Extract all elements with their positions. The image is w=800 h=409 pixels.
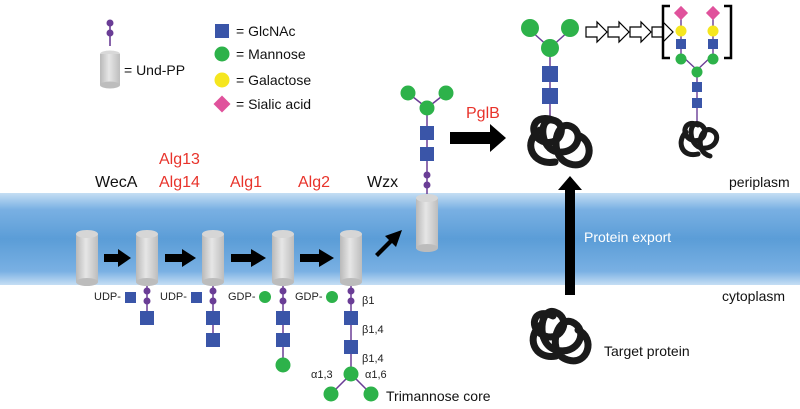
udp-label-2: UDP- bbox=[160, 291, 187, 303]
step-arrow-4 bbox=[300, 249, 334, 267]
und-pp-cylinders bbox=[76, 194, 438, 286]
intermediate-glcnac bbox=[125, 286, 154, 325]
membrane bbox=[0, 193, 800, 285]
und-pp-cylinder-1 bbox=[76, 230, 98, 286]
und-pp-cylinder-flipped bbox=[416, 194, 438, 252]
enzyme-alg1: Alg1 bbox=[230, 174, 263, 191]
linkage-beta14-a: β1,4 bbox=[362, 324, 384, 336]
periplasm-label: periplasm bbox=[729, 174, 790, 190]
legend bbox=[100, 19, 231, 113]
enzyme-alg2: Alg2 bbox=[298, 174, 331, 191]
gdp-mannose-donor-2 bbox=[326, 291, 338, 303]
flippase-arrow bbox=[375, 230, 402, 257]
gdp-label-2: GDP- bbox=[295, 291, 323, 303]
trimannose-core-label: Trimannose core bbox=[386, 388, 491, 404]
bracket-right bbox=[724, 4, 733, 60]
galactose-legend-label: = Galactose bbox=[236, 72, 312, 88]
sialic-acid-legend-icon bbox=[213, 95, 231, 113]
hollow-arrow-1 bbox=[585, 20, 608, 44]
step-arrow-1 bbox=[104, 249, 131, 267]
step-arrows bbox=[104, 124, 582, 295]
intermediate-trimannose-core bbox=[323, 286, 379, 402]
step-arrow-2 bbox=[165, 249, 196, 267]
enzyme-weca: WecA bbox=[95, 174, 138, 191]
intermediate-glcnac2 bbox=[191, 286, 220, 347]
und-pp-cylinder-3 bbox=[202, 230, 224, 286]
gdp-label-1: GDP- bbox=[228, 291, 256, 303]
glycosylated-protein bbox=[521, 19, 593, 169]
udp-glcnac-donor-2 bbox=[191, 292, 202, 303]
bracket-left bbox=[661, 4, 670, 60]
hollow-arrow-3 bbox=[629, 20, 652, 44]
protein-export-label: Protein export bbox=[584, 229, 672, 245]
enzyme-wzx: Wzx bbox=[367, 174, 399, 191]
elaboration-arrows bbox=[585, 20, 674, 44]
linkage-beta1: β1 bbox=[362, 295, 375, 307]
sialylated-glycoprotein bbox=[661, 4, 733, 159]
glycoprotein-squiggle bbox=[527, 115, 593, 169]
target-protein-squiggle bbox=[529, 308, 592, 365]
sialic-acid-legend-label: = Sialic acid bbox=[236, 96, 312, 112]
udp-glcnac-donor-1 bbox=[125, 292, 136, 303]
flipped-glycan bbox=[400, 85, 454, 194]
linkage-alpha16: α1,6 bbox=[365, 369, 387, 381]
enzyme-pglb: PglB bbox=[466, 105, 500, 122]
hollow-arrow-2 bbox=[607, 20, 630, 44]
cytoplasm-label: cytoplasm bbox=[722, 288, 786, 304]
final-protein-squiggle bbox=[678, 120, 720, 159]
und-pp-cylinder-4 bbox=[272, 230, 294, 286]
und-pp-cylinder-2 bbox=[136, 230, 158, 286]
mannose-legend-label: = Mannose bbox=[236, 46, 306, 62]
linkage-alpha13: α1,3 bbox=[311, 369, 333, 381]
gdp-mannose-donor-1 bbox=[259, 291, 271, 303]
target-protein-label: Target protein bbox=[604, 343, 690, 359]
enzyme-alg14: Alg14 bbox=[159, 174, 200, 191]
glcnac-legend-label: = GlcNAc bbox=[236, 23, 296, 39]
udp-label-1: UDP- bbox=[94, 291, 121, 303]
intermediate-glcnac2-man bbox=[259, 286, 291, 373]
galactose-legend-icon bbox=[214, 72, 230, 88]
und-pp-legend-icon bbox=[100, 19, 120, 89]
glcnac-legend-icon bbox=[215, 24, 229, 38]
linkage-beta14-b: β1,4 bbox=[362, 353, 384, 365]
enzyme-alg13: Alg13 bbox=[159, 151, 200, 168]
und-pp-legend-label: = Und-PP bbox=[124, 62, 186, 78]
protein-export-arrow bbox=[558, 176, 582, 295]
und-pp-cylinder-5 bbox=[340, 230, 362, 286]
step-arrow-3 bbox=[231, 249, 266, 267]
mannose-legend-icon bbox=[214, 46, 230, 62]
oligosaccharyl-transfer-arrow bbox=[450, 124, 506, 152]
